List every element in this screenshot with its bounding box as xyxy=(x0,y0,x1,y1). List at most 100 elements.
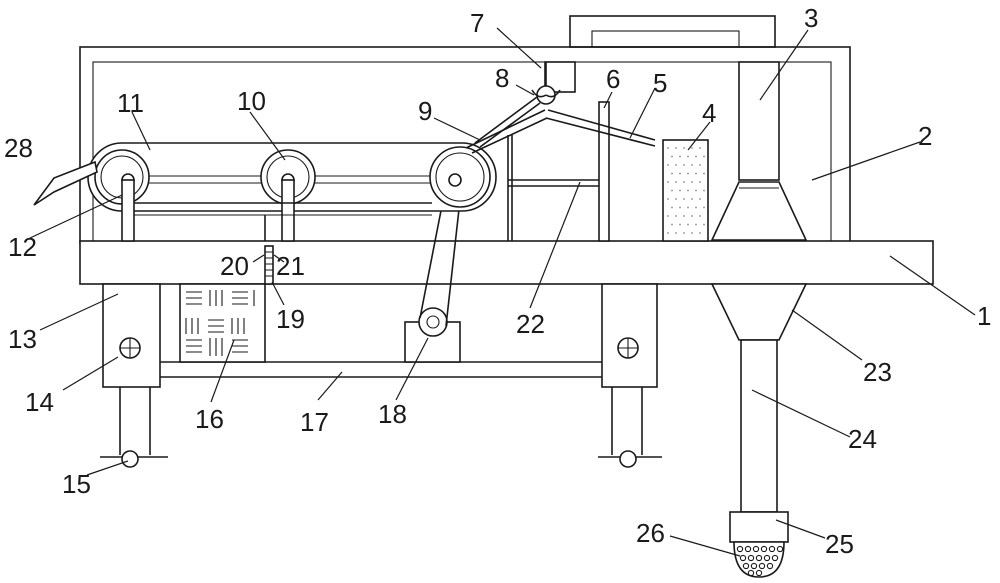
speckle xyxy=(683,215,685,217)
speckle xyxy=(691,147,693,149)
label-20: 20 xyxy=(220,251,249,281)
inlet-chute xyxy=(33,160,98,206)
label-11: 11 xyxy=(117,88,144,118)
label-10: 10 xyxy=(237,86,266,116)
label-17: 17 xyxy=(300,407,329,437)
label-21: 21 xyxy=(276,251,305,281)
nozzle-hole xyxy=(755,569,763,577)
label-12: 12 xyxy=(8,232,37,262)
roller-left xyxy=(94,149,150,242)
nozzle-hole xyxy=(760,545,768,553)
label-4: 4 xyxy=(702,98,716,128)
speckle xyxy=(683,181,685,183)
sensor-post xyxy=(264,215,274,285)
nozzle-head xyxy=(729,511,789,578)
speckle xyxy=(679,206,681,209)
speckle xyxy=(675,147,677,149)
speckle xyxy=(695,189,697,192)
label-28: 28 xyxy=(4,133,33,163)
label-16: 16 xyxy=(195,404,224,434)
storage-block xyxy=(179,283,266,363)
label-9: 9 xyxy=(418,96,432,126)
speckle xyxy=(667,181,669,183)
speckle xyxy=(699,198,701,200)
speckle xyxy=(667,232,669,234)
speckle xyxy=(671,206,673,209)
speckle xyxy=(683,164,685,166)
nozzle-hole xyxy=(755,554,763,562)
label-6: 6 xyxy=(606,64,620,94)
speckle xyxy=(687,172,689,175)
bottom-shelf xyxy=(160,361,602,378)
speckle xyxy=(667,147,669,149)
speckle xyxy=(691,164,693,166)
speckle xyxy=(699,232,701,234)
label-19: 19 xyxy=(276,304,305,334)
nozzle-hole xyxy=(768,545,776,553)
speckle xyxy=(671,223,673,226)
nozzle-hole xyxy=(771,554,779,562)
speckle xyxy=(671,172,673,175)
speckle xyxy=(683,147,685,149)
label-22: 22 xyxy=(516,309,545,339)
speckle xyxy=(683,232,685,234)
speckle xyxy=(695,206,697,209)
label-26: 26 xyxy=(636,518,665,548)
label-18: 18 xyxy=(378,399,407,429)
reference-numbers: 1 2 3 4 5 6 7 8 9 10 11 12 13 14 15 16 1… xyxy=(4,3,991,559)
nozzle-hole xyxy=(739,554,747,562)
label-5: 5 xyxy=(653,68,667,98)
suction-tube xyxy=(710,61,808,513)
nozzle-hole xyxy=(736,545,744,553)
nozzle-hole xyxy=(766,562,774,570)
speckle xyxy=(667,215,669,217)
speckle xyxy=(703,172,705,175)
speckle xyxy=(679,223,681,226)
leader-lines xyxy=(29,27,976,557)
label-23: 23 xyxy=(863,357,892,387)
speckle xyxy=(671,189,673,192)
nozzle-hole xyxy=(750,562,758,570)
speckle xyxy=(703,223,705,226)
label-24: 24 xyxy=(848,424,877,454)
nozzle-hole xyxy=(744,545,752,553)
roller-right xyxy=(429,146,491,208)
label-15: 15 xyxy=(62,469,91,499)
left-leg xyxy=(100,283,168,468)
speckle xyxy=(699,147,701,149)
lower-motor xyxy=(404,307,461,363)
speckle xyxy=(687,189,689,192)
speckle xyxy=(667,198,669,200)
label-8: 8 xyxy=(495,63,509,93)
speckle xyxy=(691,215,693,217)
label-25: 25 xyxy=(825,529,854,559)
speckle xyxy=(675,232,677,234)
speckle xyxy=(703,189,705,192)
nozzle-hole xyxy=(758,562,766,570)
speckle xyxy=(675,215,677,217)
speckle xyxy=(679,155,681,158)
speckle xyxy=(699,164,701,166)
speckle xyxy=(679,172,681,175)
speckle xyxy=(671,155,673,158)
label-14: 14 xyxy=(25,387,54,417)
nozzle-hole xyxy=(747,554,755,562)
speckle xyxy=(675,198,677,200)
collection-bin xyxy=(662,139,709,242)
nozzle-hole xyxy=(776,545,784,553)
label-13: 13 xyxy=(8,324,37,354)
arm-frame xyxy=(465,96,656,242)
label-3: 3 xyxy=(804,3,818,33)
speckle xyxy=(703,155,705,158)
speckle xyxy=(683,198,685,200)
speckle xyxy=(675,181,677,183)
speckle xyxy=(695,172,697,175)
speckle xyxy=(699,181,701,183)
label-7: 7 xyxy=(470,8,484,38)
speckle xyxy=(687,155,689,158)
hook-pulley xyxy=(531,62,561,105)
speckle xyxy=(699,215,701,217)
speckle xyxy=(675,164,677,166)
speckle xyxy=(667,164,669,166)
